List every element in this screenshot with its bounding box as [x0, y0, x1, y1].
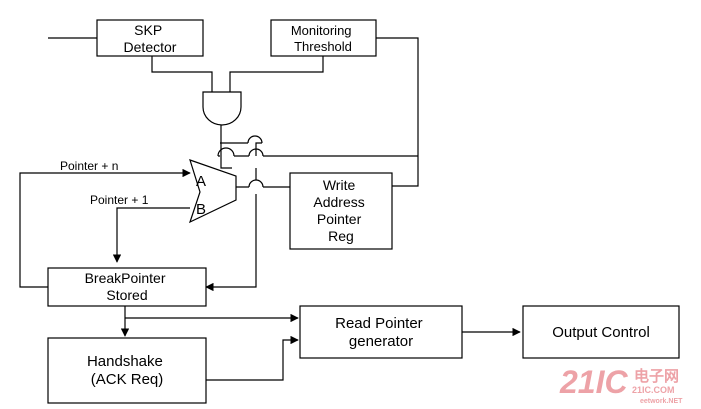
monitoring-threshold-block — [270, 19, 377, 57]
write-reg-label-3: Pointer — [317, 211, 362, 227]
breakpointer-label-1: BreakPointer — [85, 270, 166, 286]
write-reg-label-4: Reg — [328, 228, 354, 244]
svg-text:SKP Detector: SKP Detector — [124, 22, 177, 55]
breakpointer-label-2: Stored — [106, 287, 147, 303]
wire-crossover-hop-3 — [248, 148, 264, 157]
output-control-block — [522, 305, 680, 359]
multiplexer — [188, 159, 237, 224]
breakpointer-stored-block — [47, 267, 207, 307]
skp-detector-label-2: Detector — [124, 39, 177, 55]
read-pointer-label-1: Read Pointer — [335, 315, 423, 332]
svg-text:Handshake (ACK Req): Handshake (ACK Req) — [87, 353, 167, 388]
handshake-label-1: Handshake — [87, 353, 163, 370]
monitoring-threshold-label-1: Monitoring — [291, 23, 352, 38]
wire-breakpointer-to-mux-a — [19, 168, 191, 288]
watermark-site: 21IC.COM — [632, 385, 675, 395]
mux-input-a-label: A — [196, 173, 206, 190]
wire-handshake-to-readgen — [206, 335, 299, 381]
output-control-label: Output Control — [552, 324, 650, 341]
skp-detector-block — [96, 19, 204, 57]
read-pointer-label-2: generator — [349, 333, 413, 350]
wire-crossover-hop-2 — [217, 147, 235, 157]
wire-threshold-to-and — [229, 56, 324, 92]
watermark-logo: 21IC — [559, 364, 628, 400]
svg-text:Read Pointer generator: Read Pointer generator — [335, 315, 427, 350]
wire-crossover-hop-1 — [247, 135, 263, 144]
and-gate — [202, 91, 242, 126]
wire-crossover-hop-4 — [248, 179, 264, 188]
wire-threshold-to-writereg — [376, 37, 419, 187]
wire-loop-to-breakpointer — [206, 142, 262, 287]
watermark: 21IC 电子网 21IC.COM eetwork.NET — [559, 364, 683, 405]
svg-text:Write Address Pointer: Write Address Pointer Reg — [313, 177, 368, 244]
svg-text:BreakPointer Stored: BreakPointer Stored — [85, 270, 170, 303]
watermark-url: eetwork.NET — [640, 398, 683, 405]
skp-detector-label-1: SKP — [134, 22, 162, 38]
write-address-pointer-reg-block — [289, 172, 393, 250]
write-reg-label-2: Address — [313, 194, 364, 210]
watermark-cn-text: 电子网 — [634, 367, 679, 385]
write-reg-label-1: Write — [323, 177, 356, 193]
read-pointer-generator-block — [299, 305, 463, 359]
wires — [19, 37, 521, 381]
wire-mux-b-to-breakpointer — [112, 207, 190, 263]
mux-input-b-label: B — [196, 201, 206, 218]
wire-and-to-mux — [220, 125, 232, 169]
wire-skp-to-and — [151, 56, 213, 92]
signal-pointer-1: Pointer + 1 — [90, 193, 149, 207]
signal-pointer-n: Pointer + n — [60, 159, 118, 173]
monitoring-threshold-label-2: Threshold — [294, 39, 352, 54]
handshake-label-2: (ACK Req) — [91, 371, 164, 388]
handshake-block — [47, 337, 207, 404]
svg-text:Monitoring Threshold: Monitoring Threshold — [291, 23, 355, 54]
